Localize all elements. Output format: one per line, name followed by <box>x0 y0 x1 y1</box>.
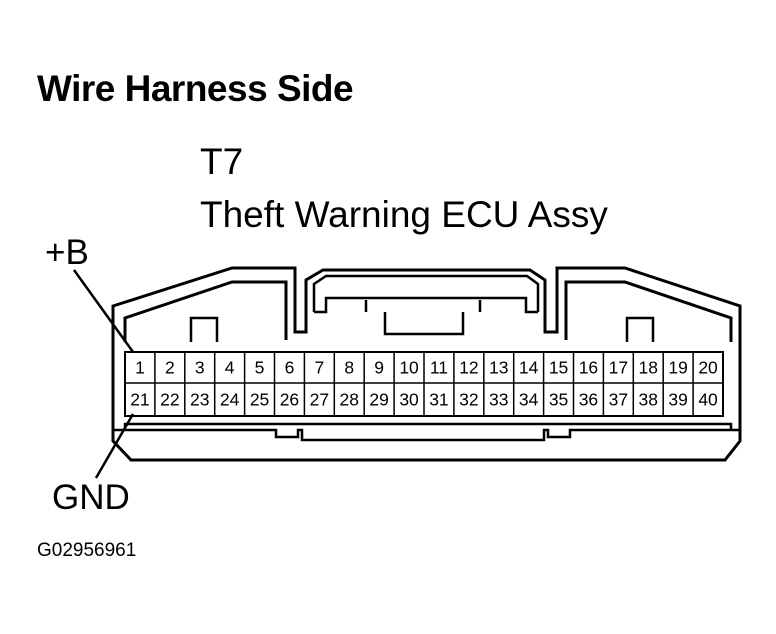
pin-number: 40 <box>698 390 718 410</box>
pin-number: 33 <box>489 390 508 410</box>
pin-number: 15 <box>549 358 568 378</box>
connector-name: Theft Warning ECU Assy <box>200 194 608 235</box>
bottom-rail <box>113 428 740 442</box>
pin-number: 5 <box>255 358 265 378</box>
pin-number: 23 <box>190 390 209 410</box>
gnd-label: GND <box>52 478 130 517</box>
left-key-notch <box>189 316 219 342</box>
pin-number: 10 <box>399 358 419 378</box>
diagram-title: Wire Harness Side <box>37 68 354 109</box>
pin-number: 11 <box>430 358 448 378</box>
lock-latch <box>312 274 540 336</box>
pin-number: 2 <box>165 358 175 378</box>
pin-number: 39 <box>668 390 687 410</box>
right-key-notch <box>625 316 655 342</box>
plus-b-label: +B <box>45 233 89 272</box>
pin-number: 34 <box>519 390 539 410</box>
pin-number: 9 <box>374 358 384 378</box>
pin-number: 1 <box>135 358 145 378</box>
pin-number: 16 <box>579 358 598 378</box>
pin-number: 17 <box>609 358 628 378</box>
connector-inner-panel <box>123 280 733 342</box>
pin-number: 3 <box>195 358 205 378</box>
pin-number: 18 <box>639 358 658 378</box>
pin-number: 12 <box>459 358 478 378</box>
connector-code: T7 <box>200 141 244 182</box>
gnd-leader <box>94 413 135 479</box>
pin-number: 32 <box>459 390 478 410</box>
pin-number: 21 <box>130 390 149 410</box>
pin-number: 36 <box>579 390 598 410</box>
pin-number: 24 <box>220 390 240 410</box>
pin-number: 28 <box>340 390 359 410</box>
pin-number: 8 <box>344 358 354 378</box>
plus-b-leader <box>72 269 135 353</box>
pin-number: 27 <box>310 390 329 410</box>
pin-number: 25 <box>250 390 269 410</box>
pin-number: 37 <box>609 390 628 410</box>
pin-number: 31 <box>429 390 448 410</box>
pin-number: 30 <box>399 390 419 410</box>
pin-number: 19 <box>668 358 687 378</box>
pin-number: 4 <box>225 358 235 378</box>
pin-number: 7 <box>314 358 324 378</box>
pin-number: 20 <box>698 358 718 378</box>
figure-number: G02956961 <box>37 540 137 561</box>
pin-number: 29 <box>369 390 388 410</box>
connector-housing <box>111 266 742 462</box>
pin-number: 6 <box>285 358 295 378</box>
pin-number: 13 <box>489 358 508 378</box>
pin-number: 26 <box>280 390 299 410</box>
pin-number: 38 <box>639 390 658 410</box>
pin-number: 14 <box>519 358 539 378</box>
pin-number: 22 <box>160 390 179 410</box>
pin-number: 35 <box>549 390 568 410</box>
